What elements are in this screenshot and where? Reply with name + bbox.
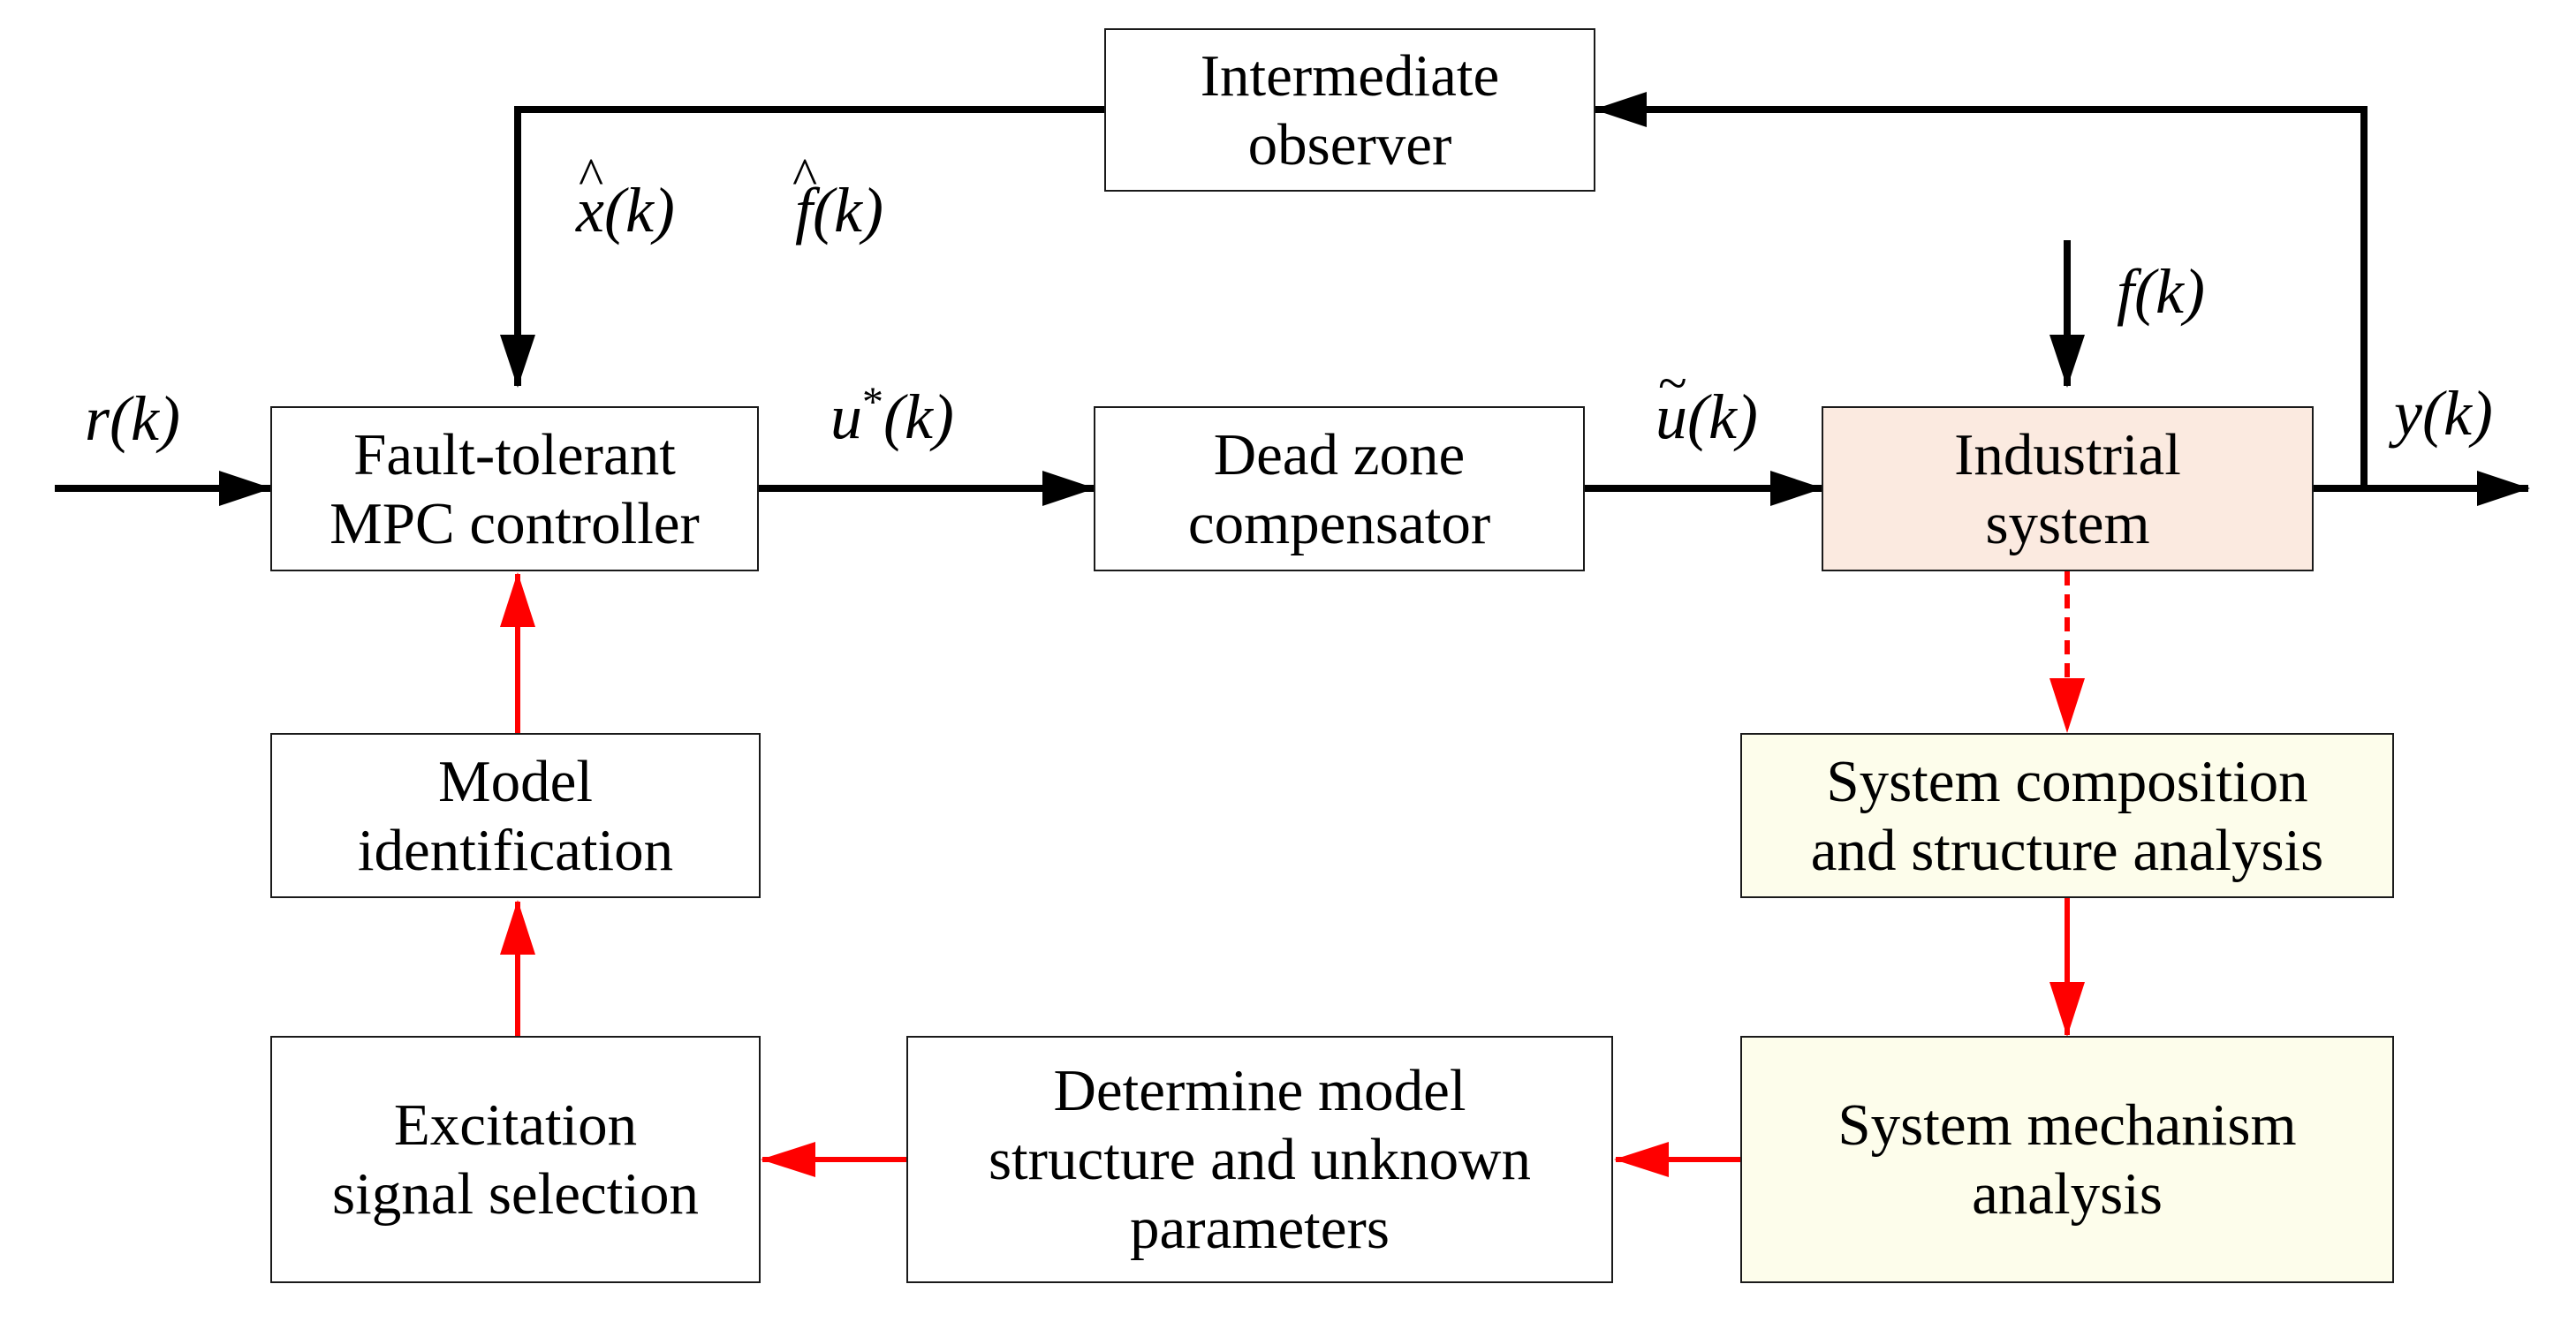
signal-r-symbol: r bbox=[85, 383, 110, 454]
signal-y-label: y(k) bbox=[2394, 378, 2493, 449]
signal-r-label: r(k) bbox=[85, 383, 180, 454]
signal-f-label: f(k) bbox=[2117, 256, 2205, 327]
industrial-system-label: Industrial system bbox=[1954, 421, 2181, 556]
signal-x-hat-label: x^(k) bbox=[576, 150, 675, 246]
signal-f-hat-arg: (k) bbox=[813, 175, 883, 246]
signal-u-star-arg: (k) bbox=[883, 381, 954, 452]
signal-u-tilde-label: u~(k) bbox=[1655, 357, 1758, 452]
model-identification-block: Model identification bbox=[270, 733, 761, 898]
composition-analysis-label: System composition and structure analysi… bbox=[1810, 748, 2324, 883]
excitation-signal-block: Excitation signal selection bbox=[270, 1036, 761, 1283]
intermediate-observer-block: Intermediate observer bbox=[1104, 28, 1595, 192]
intermediate-observer-label: Intermediate observer bbox=[1200, 42, 1500, 178]
signal-f-hat-symbol: f bbox=[795, 175, 814, 246]
arrow-feedback-to-observer bbox=[1594, 92, 2368, 488]
signal-f-symbol: f bbox=[2117, 256, 2135, 327]
identification-flow-lines bbox=[500, 571, 2085, 1177]
composition-analysis-block: System composition and structure analysi… bbox=[1740, 733, 2394, 898]
hat-accent: ^ bbox=[792, 147, 818, 206]
mechanism-analysis-label: System mechanism analysis bbox=[1837, 1092, 2297, 1227]
determine-model-block: Determine model structure and unknown pa… bbox=[906, 1036, 1613, 1283]
model-identification-label: Model identification bbox=[357, 748, 674, 883]
signal-u-tilde-arg: (k) bbox=[1687, 381, 1758, 452]
signal-y-symbol: y bbox=[2394, 378, 2422, 449]
industrial-system-block: Industrial system bbox=[1822, 406, 2314, 571]
signal-u-star-label: u*(k) bbox=[830, 379, 954, 453]
mechanism-analysis-block: System mechanism analysis bbox=[1740, 1036, 2394, 1283]
mpc-controller-label: Fault-tolerant MPC controller bbox=[330, 421, 700, 556]
hat-accent: ^ bbox=[579, 147, 604, 206]
signal-f-hat-label: f^(k) bbox=[792, 150, 883, 246]
star-superscript: * bbox=[862, 379, 883, 426]
tilde-accent: ~ bbox=[1658, 354, 1687, 412]
determine-model-label: Determine model structure and unknown pa… bbox=[988, 1058, 1532, 1261]
signal-u-tilde-symbol: u bbox=[1655, 381, 1687, 452]
mpc-controller-block: Fault-tolerant MPC controller bbox=[270, 406, 759, 571]
signal-x-hat-arg: (k) bbox=[603, 175, 675, 246]
dead-zone-compensator-block: Dead zone compensator bbox=[1094, 406, 1585, 571]
excitation-signal-label: Excitation signal selection bbox=[332, 1092, 699, 1227]
signal-r-arg: (k) bbox=[110, 383, 180, 454]
signal-flow-lines bbox=[55, 92, 2530, 506]
dead-zone-compensator-label: Dead zone compensator bbox=[1187, 421, 1491, 556]
signal-u-star-symbol: u bbox=[830, 381, 862, 452]
signal-y-arg: (k) bbox=[2421, 378, 2493, 449]
signal-f-arg: (k) bbox=[2134, 256, 2205, 327]
arrow-observer-to-controller bbox=[500, 106, 1104, 388]
signal-x-hat-symbol: x bbox=[576, 175, 604, 246]
